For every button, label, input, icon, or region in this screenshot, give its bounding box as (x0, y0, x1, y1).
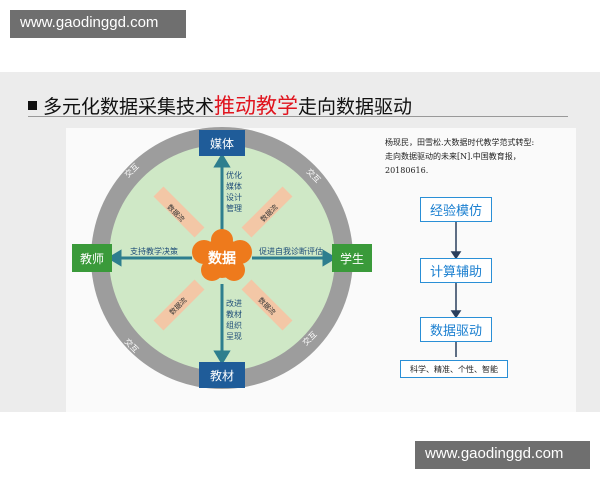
node-top: 媒体 (210, 137, 234, 151)
flow-band-tr (241, 186, 293, 238)
flow-arrowhead-2 (450, 310, 462, 319)
node-bottom-box (199, 362, 245, 388)
arrowhead-left (107, 249, 122, 267)
node-top-box (199, 130, 245, 156)
slide-title: 多元化数据采集技术 推动教学 走向数据驱动 (28, 90, 412, 120)
edge-label-top-4: 管理 (226, 203, 242, 213)
edge-label-top-2: 媒体 (226, 181, 242, 191)
node-right-box (332, 244, 372, 272)
flow-band-bl (153, 279, 205, 331)
node-right: 学生 (340, 251, 364, 266)
reference-line-2: 走向数据驱动的未来[N].中国教育报， (385, 152, 521, 161)
reference-line-1: 杨现民，田雪松.大数据时代教学范式转型: (385, 138, 535, 147)
flow-summary: 科学、精准、个性、智能 (400, 360, 508, 378)
edge-label-bottom-4: 呈现 (226, 332, 242, 341)
edge-label-bottom-3: 组织 (226, 320, 242, 330)
edge-label-bottom-2: 教材 (226, 309, 242, 319)
center-label: 数据 (208, 250, 236, 267)
arrowhead-top (213, 153, 231, 168)
edge-label-left: 支持教学决策 (130, 246, 178, 256)
edge-label-top-3: 设计 (226, 192, 242, 202)
flow-arrowhead-1 (450, 251, 462, 260)
node-bottom: 教材 (210, 368, 234, 383)
reference-line-3: 20180616. (385, 166, 429, 175)
flow-bands (153, 186, 293, 331)
flow-step-1: 经验模仿 (420, 197, 492, 222)
watermark-bottom: www.gaodinggd.com (415, 441, 590, 469)
node-left: 教师 (80, 251, 104, 266)
edge-label-right: 促进自我诊断评估 (259, 246, 323, 256)
flow-step-3: 数据驱动 (420, 317, 492, 342)
center-cloud (192, 229, 252, 281)
title-highlight: 推动教学 (214, 94, 299, 118)
title-suffix: 走向数据驱动 (298, 95, 413, 118)
arrowhead-right (322, 249, 337, 267)
flow-band-br (241, 279, 293, 331)
flow-band-tl (153, 186, 205, 238)
edge-label-bottom-1: 改进 (226, 298, 242, 308)
bullet-square (28, 100, 37, 110)
edge-label-top-1: 优化 (226, 170, 242, 180)
title-underline (28, 116, 568, 117)
flow-step-2: 计算辅助 (420, 258, 492, 283)
watermark-top: www.gaodinggd.com (10, 10, 186, 38)
reference-text: 杨现民，田雪松.大数据时代教学范式转型: 走向数据驱动的未来[N].中国教育报，… (385, 136, 550, 178)
node-left-box (72, 244, 112, 272)
title-prefix: 多元化数据采集技术 (43, 95, 215, 118)
arrowhead-bottom (213, 350, 231, 365)
